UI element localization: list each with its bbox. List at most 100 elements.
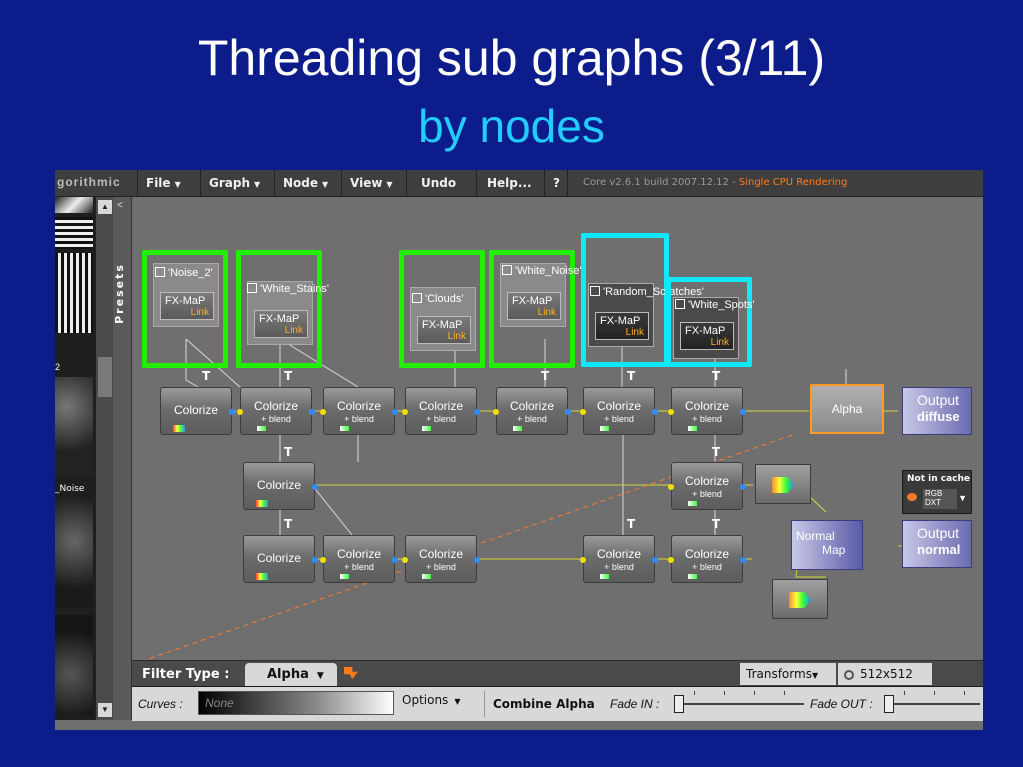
link-arrow-icon (247, 283, 257, 293)
node-sublabel: normal (917, 542, 961, 557)
menu-graph[interactable]: Graph▼ (200, 170, 274, 196)
colorize-blend-node[interactable]: Colorize+ blend (402, 387, 480, 435)
colorize-blend-node[interactable]: Colorize+ blend (580, 535, 658, 583)
colorize-blend-node[interactable]: Colorize+ blend (580, 387, 658, 435)
input-pin[interactable] (668, 409, 674, 415)
colorize-blend-node[interactable]: Colorize+ blend (320, 535, 398, 583)
thread-marker: T (284, 369, 293, 383)
input-pin[interactable] (580, 409, 586, 415)
presets-panel-tab[interactable]: < Presets (113, 197, 132, 720)
fade-out-label: Fade OUT : (810, 697, 873, 711)
output-pin[interactable] (652, 557, 658, 563)
thumbnail[interactable] (55, 615, 93, 715)
output-pin[interactable] (474, 409, 480, 415)
thumbnail[interactable] (55, 217, 93, 249)
link-arrow-icon (590, 286, 600, 296)
filter-type-select[interactable]: Alpha▼ (245, 663, 337, 687)
menu-file[interactable]: File▼ (137, 170, 200, 196)
convert-node[interactable] (755, 464, 811, 504)
colorize-blend-node[interactable]: Colorize+ blend (493, 387, 571, 435)
colorize-blend-node[interactable]: Colorize+ blend (668, 462, 746, 510)
resolution-button[interactable]: 512x512 (838, 663, 932, 685)
thumbnail-scrollbar[interactable]: ▲ ▼ (95, 197, 114, 720)
curves-field[interactable]: None (198, 691, 394, 715)
node-name: 'Random_Scratches' (590, 286, 704, 298)
input-pin[interactable] (402, 409, 408, 415)
output-pin[interactable] (740, 557, 746, 563)
colorize-node[interactable]: Colorize (243, 535, 318, 583)
fade-in-slider[interactable] (674, 691, 804, 717)
eye-icon[interactable] (907, 493, 917, 501)
input-pin[interactable] (320, 557, 326, 563)
chevron-down-icon: ▼ (316, 671, 324, 681)
output-pin[interactable] (312, 484, 318, 490)
presets-label: Presets (112, 263, 126, 324)
colorize-blend-node[interactable]: Colorize+ blend (237, 387, 315, 435)
input-pin[interactable] (237, 409, 243, 415)
output-pin[interactable] (309, 409, 315, 415)
output-pin[interactable] (652, 409, 658, 415)
cache-panel: Not in cache RGB DXT ▼ (902, 470, 972, 514)
thumbnail[interactable] (55, 377, 93, 477)
alpha-node[interactable]: Alpha (810, 384, 884, 434)
output-pin[interactable] (392, 557, 398, 563)
blend-icon (422, 426, 431, 431)
output-pin[interactable] (229, 409, 235, 415)
output-pin[interactable] (474, 557, 480, 563)
input-pin[interactable] (402, 557, 408, 563)
thumbnail[interactable] (55, 497, 93, 607)
slider-knob[interactable] (884, 695, 894, 713)
input-pin[interactable] (580, 557, 586, 563)
transforms-menu[interactable]: Transforms▼ (740, 663, 836, 685)
menu-undo[interactable]: Undo (406, 170, 476, 196)
chevron-down-icon: ▼ (811, 671, 819, 680)
input-pin[interactable] (668, 484, 674, 490)
fade-out-slider[interactable] (884, 691, 980, 717)
scroll-up-button[interactable]: ▲ (98, 200, 112, 214)
slider-knob[interactable] (674, 695, 684, 713)
colorize-blend-node[interactable]: Colorize+ blend (320, 387, 398, 435)
colorize-blend-node[interactable]: Colorize+ blend (402, 535, 480, 583)
convert-node[interactable] (772, 579, 828, 619)
input-pin[interactable] (668, 557, 674, 563)
input-pin[interactable] (320, 409, 326, 415)
output-pin[interactable] (392, 409, 398, 415)
menu-view[interactable]: View▼ (341, 170, 406, 196)
colorize-node[interactable]: Colorize (160, 387, 235, 435)
output-pin[interactable] (740, 409, 746, 415)
output-pin[interactable] (312, 557, 318, 563)
thread-marker: T (284, 445, 293, 459)
combine-alpha-button[interactable]: Combine Alpha (484, 691, 595, 717)
chevron-down-icon[interactable]: ▼ (958, 493, 967, 503)
presets-collapse-icon[interactable]: < (117, 200, 123, 211)
output-pin[interactable] (740, 484, 746, 490)
options-button[interactable]: Options▼ (402, 693, 460, 707)
format-select[interactable]: RGB DXT (923, 489, 957, 509)
scroll-thumb[interactable] (98, 357, 112, 397)
menu-about[interactable]: ? (544, 170, 568, 196)
thumbnail[interactable] (55, 253, 93, 333)
output-pin[interactable] (565, 409, 571, 415)
colorize-blend-node[interactable]: Colorize+ blend (668, 387, 746, 435)
menu-help[interactable]: Help... (476, 170, 544, 196)
thumbnail[interactable] (55, 197, 93, 213)
menu-node[interactable]: Node▼ (274, 170, 341, 196)
colorize-blend-node[interactable]: Colorize+ blend (668, 535, 746, 583)
colorize-node[interactable]: Colorize (243, 462, 318, 510)
input-pin[interactable] (493, 409, 499, 415)
filter-action-icon[interactable] (344, 667, 358, 679)
scroll-down-button[interactable]: ▼ (98, 703, 112, 717)
